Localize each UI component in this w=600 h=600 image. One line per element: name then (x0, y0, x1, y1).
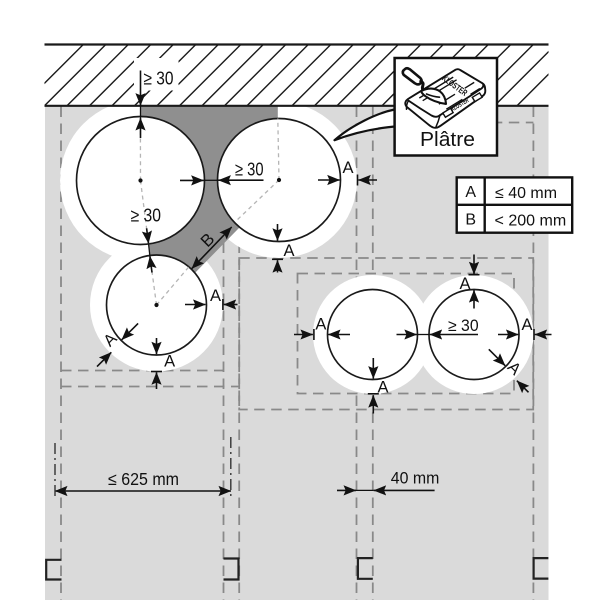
svg-text:≥ 30: ≥ 30 (235, 158, 264, 179)
svg-text:A: A (465, 184, 476, 201)
svg-text:A: A (210, 287, 221, 305)
svg-text:A: A (164, 353, 175, 371)
svg-text:≥ 30: ≥ 30 (448, 317, 479, 335)
svg-text:A: A (459, 275, 470, 293)
svg-text:≥ 30: ≥ 30 (131, 204, 161, 225)
svg-text:≥ 30: ≥ 30 (144, 68, 174, 89)
svg-text:40 mm: 40 mm (391, 469, 440, 487)
svg-text:A: A (283, 242, 294, 260)
svg-text:< 200 mm: < 200 mm (495, 213, 567, 230)
svg-text:Plâtre: Plâtre (420, 129, 475, 151)
svg-text:A: A (315, 316, 326, 334)
svg-text:A: A (521, 316, 532, 334)
svg-text:A: A (342, 159, 353, 177)
svg-text:≤ 625 mm: ≤ 625 mm (108, 469, 179, 489)
svg-text:A: A (377, 378, 388, 396)
svg-text:≤ 40 mm: ≤ 40 mm (495, 185, 557, 202)
svg-text:B: B (465, 211, 476, 228)
